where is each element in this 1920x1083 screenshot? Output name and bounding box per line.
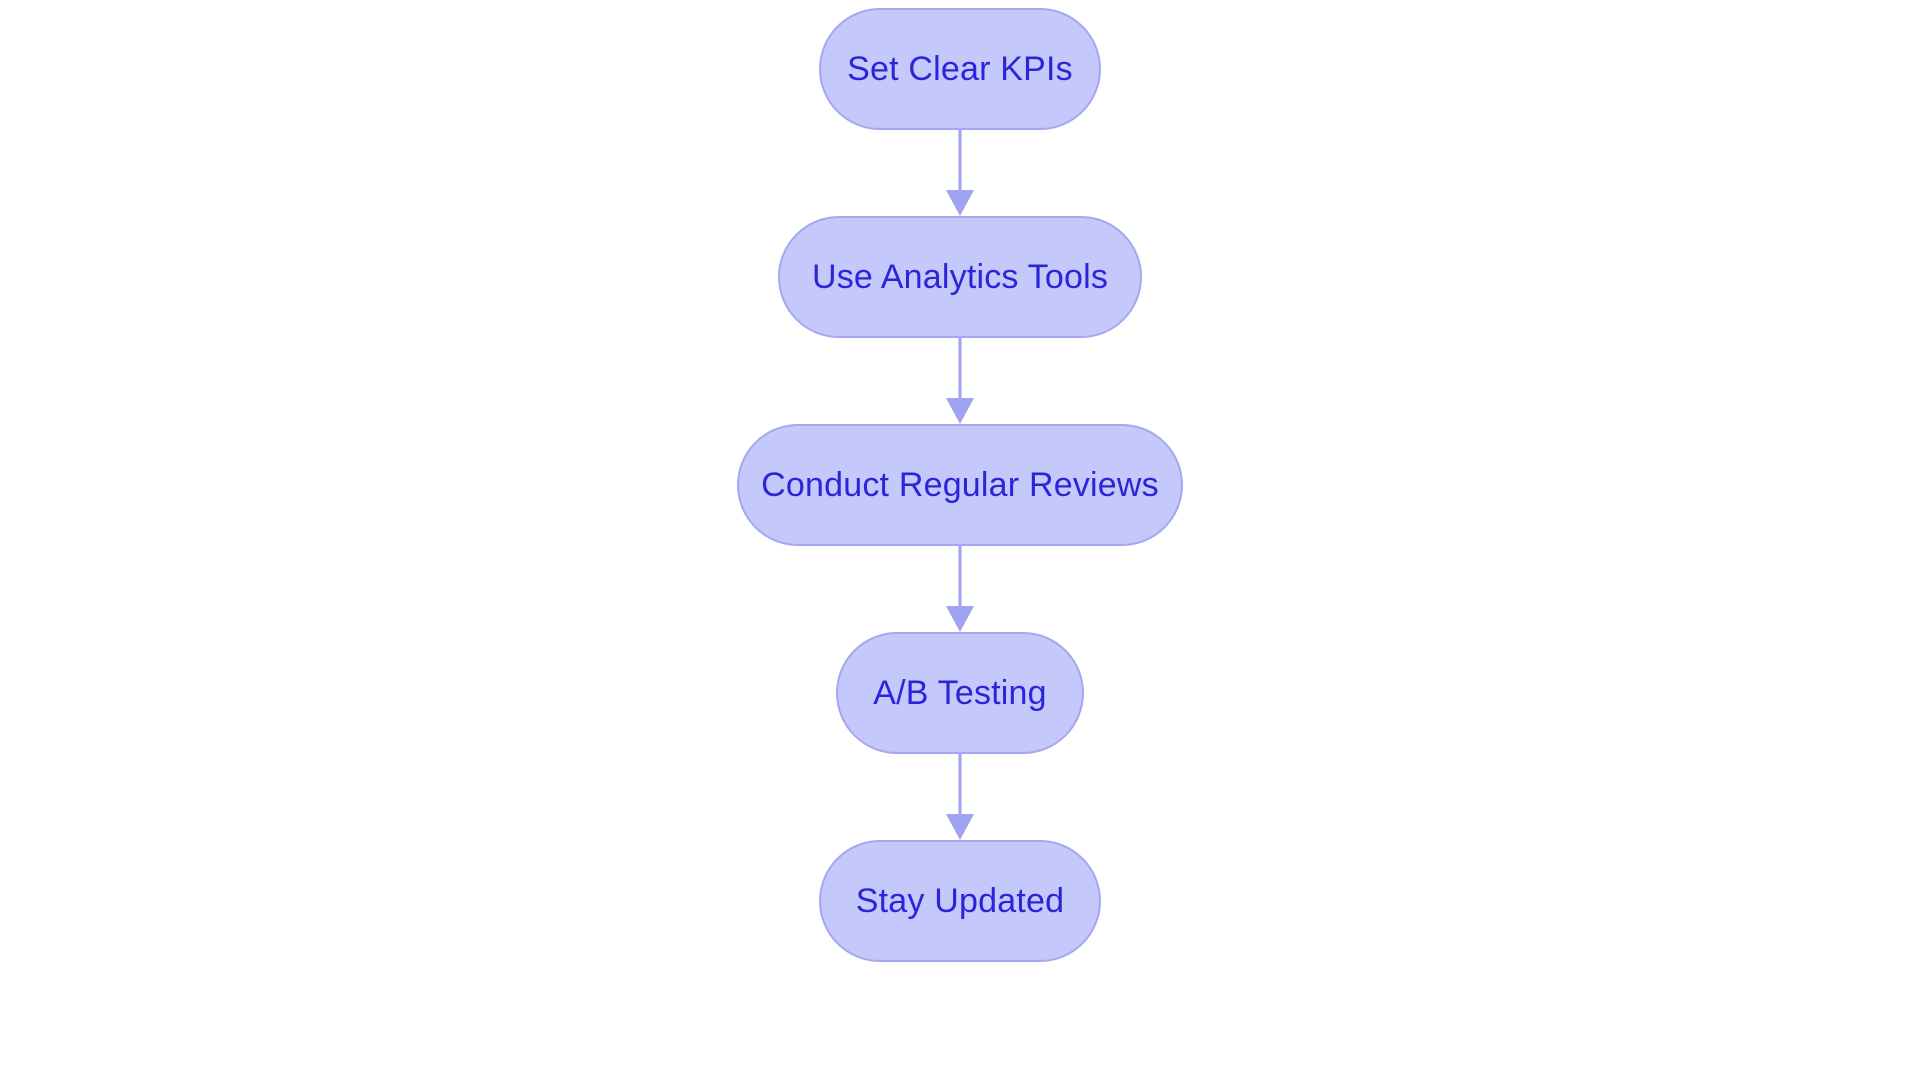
flow-node-conduct-regular-reviews[interactable]: Conduct Regular Reviews [737,424,1183,546]
flow-node-set-clear-kpis[interactable]: Set Clear KPIs [819,8,1101,130]
arrow-line [958,130,962,192]
arrow-head-down-icon [946,398,974,424]
flow-node-label: Use Analytics Tools [811,258,1109,296]
flow-node-label: Stay Updated [855,882,1065,920]
flow-node-label: Conduct Regular Reviews [761,466,1159,504]
arrow-line [958,338,962,400]
flow-node-use-analytics-tools[interactable]: Use Analytics Tools [778,216,1142,338]
arrow-head-down-icon [946,606,974,632]
arrow-line [958,546,962,608]
flow-arrow-use-analytics-tools-to-conduct-regular-reviews [940,338,980,424]
arrow-head-down-icon [946,190,974,216]
arrow-head-down-icon [946,814,974,840]
flow-node-ab-testing[interactable]: A/B Testing [836,632,1084,754]
arrow-line [958,754,962,816]
flow-arrow-set-clear-kpis-to-use-analytics-tools [940,130,980,216]
flow-arrow-ab-testing-to-stay-updated [940,754,980,840]
flow-node-stay-updated[interactable]: Stay Updated [819,840,1101,962]
flow-node-label: A/B Testing [873,674,1047,712]
flow-node-label: Set Clear KPIs [847,50,1073,88]
flow-arrow-conduct-regular-reviews-to-ab-testing [940,546,980,632]
